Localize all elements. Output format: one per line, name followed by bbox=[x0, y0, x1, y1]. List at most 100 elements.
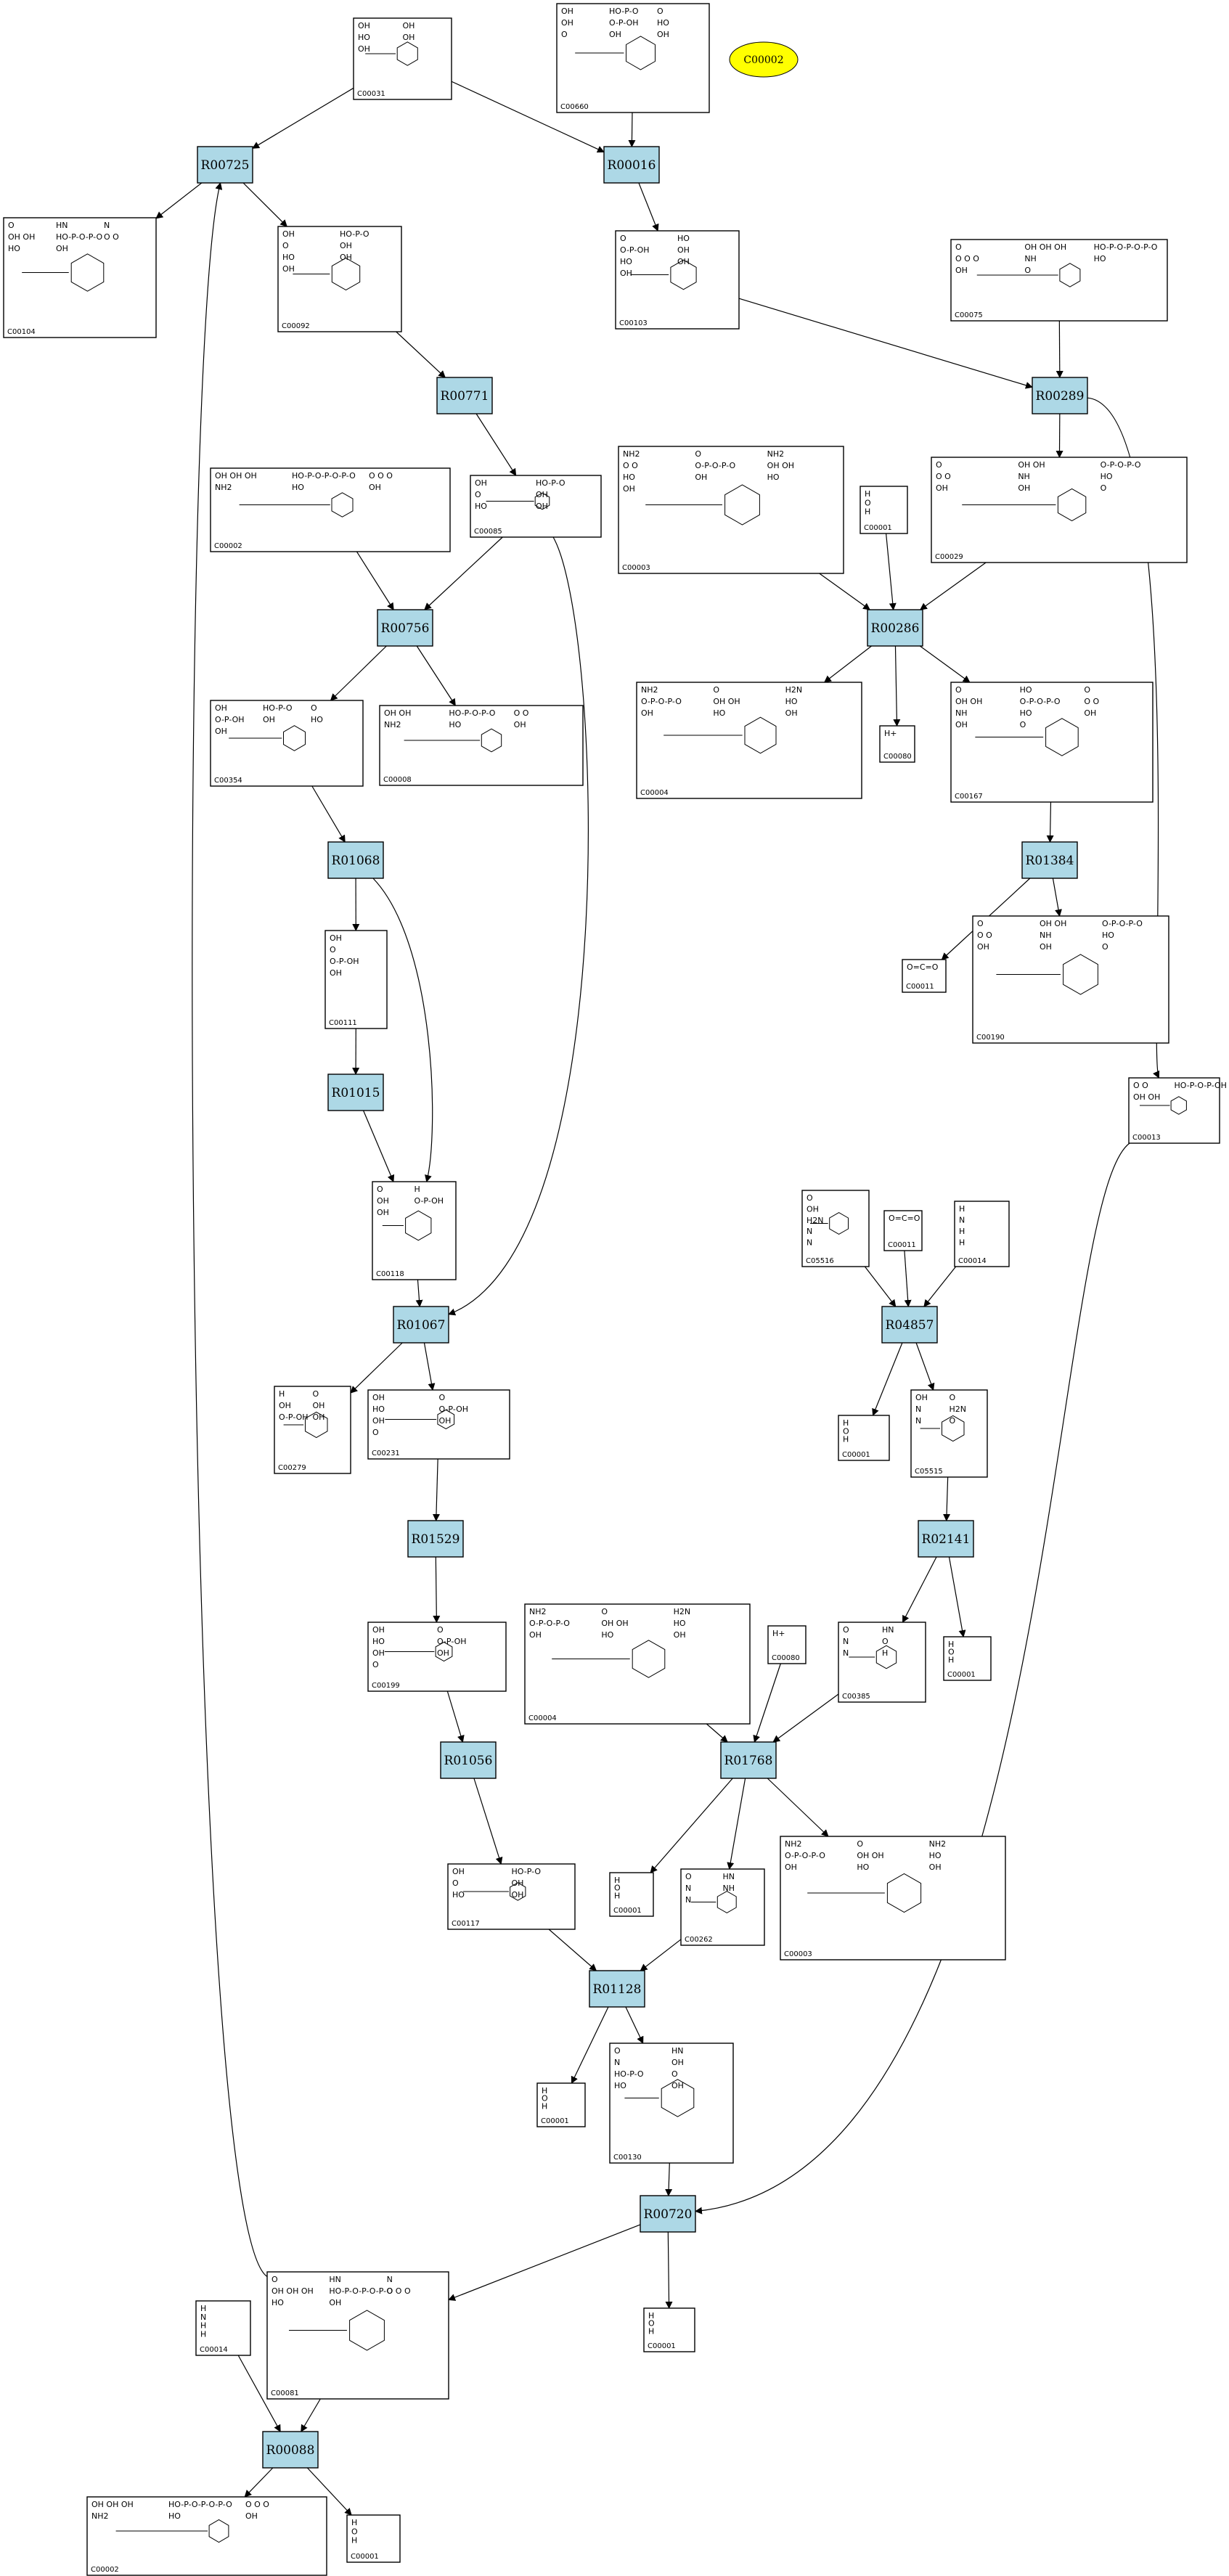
reaction-node-r01067[interactable]: R01067 bbox=[393, 1306, 449, 1344]
compound-box bbox=[266, 2271, 449, 2400]
compound-id-label: C00001 bbox=[842, 1451, 870, 1459]
reaction-box bbox=[377, 609, 433, 647]
structure-ring bbox=[1170, 1096, 1187, 1115]
reaction-node-r01768[interactable]: R01768 bbox=[720, 1741, 777, 1779]
atom-label: NH bbox=[723, 1884, 735, 1893]
compound-box bbox=[680, 1868, 765, 1946]
reaction-node-r01384[interactable]: R01384 bbox=[1021, 841, 1078, 879]
edge-c00092-to-r00771 bbox=[396, 331, 446, 378]
reaction-node-r00725[interactable]: R00725 bbox=[197, 146, 253, 184]
atom-label: NH bbox=[1018, 472, 1030, 481]
compound-box bbox=[1128, 1077, 1220, 1144]
atom-label: O bbox=[657, 7, 664, 16]
compound-node-c00080[interactable]: H+C00080 bbox=[767, 1625, 807, 1664]
reaction-node-r00756[interactable]: R00756 bbox=[377, 609, 433, 647]
compound-node-c00080[interactable]: H+C00080 bbox=[879, 725, 915, 763]
reaction-node-r01529[interactable]: R01529 bbox=[407, 1520, 464, 1558]
atom-label: HO-P-O-P-O bbox=[56, 232, 102, 242]
reaction-node-r04857[interactable]: R04857 bbox=[881, 1306, 938, 1344]
edge-r00756-to-c00354 bbox=[330, 645, 387, 701]
atom-label: HO-P-O bbox=[263, 703, 293, 713]
atom-label: O bbox=[330, 945, 336, 954]
atom-label: HO bbox=[372, 1404, 385, 1414]
atom-label: OH OH OH bbox=[271, 2286, 314, 2296]
reaction-node-r01015[interactable]: R01015 bbox=[327, 1074, 384, 1111]
compound-id-label: C00014 bbox=[200, 2346, 228, 2354]
reaction-node-r00771[interactable]: R00771 bbox=[436, 377, 493, 414]
atom-label: O-P-O-P-O bbox=[1102, 919, 1143, 928]
atom-label: O bbox=[843, 1625, 849, 1635]
structure-ring bbox=[435, 1641, 453, 1662]
reaction-node-r00289[interactable]: R00289 bbox=[1032, 377, 1088, 414]
reaction-box bbox=[393, 1306, 449, 1344]
structure-ring bbox=[661, 2079, 695, 2117]
reaction-label: R00720 bbox=[644, 2207, 693, 2222]
atom-label: O bbox=[1084, 685, 1090, 695]
reaction-node-r00088[interactable]: R00088 bbox=[262, 2431, 319, 2469]
atom-label: OH bbox=[279, 1401, 291, 1410]
reaction-node-r02141[interactable]: R02141 bbox=[918, 1520, 974, 1558]
structure-ring bbox=[349, 2310, 385, 2351]
atom-label: HO bbox=[1020, 685, 1032, 695]
reaction-node-r00016[interactable]: R00016 bbox=[603, 146, 660, 184]
compound-id-label: C00004 bbox=[528, 1714, 557, 1722]
reaction-node-r00286[interactable]: R00286 bbox=[867, 609, 923, 647]
reaction-node-r01056[interactable]: R01056 bbox=[440, 1741, 497, 1779]
compound-box bbox=[931, 457, 1188, 563]
reaction-node-r01068[interactable]: R01068 bbox=[327, 841, 384, 879]
atom-label: N bbox=[200, 2313, 206, 2322]
reaction-node-r00720[interactable]: R00720 bbox=[640, 2195, 696, 2233]
atom-label: NH2 bbox=[785, 1839, 802, 1849]
atom-label: OH OH bbox=[1133, 1092, 1160, 1102]
highlight-compound-c00002[interactable]: C00002 bbox=[729, 41, 799, 78]
edge-r00088-to-c00001g bbox=[306, 2467, 352, 2516]
reaction-node-r01128[interactable]: R01128 bbox=[589, 1970, 645, 2008]
atom-label: OH OH bbox=[1018, 460, 1045, 470]
atom-label: O-P-OH bbox=[437, 1637, 467, 1646]
compound-box bbox=[470, 475, 602, 538]
compound-id-label: C00118 bbox=[376, 1270, 404, 1278]
